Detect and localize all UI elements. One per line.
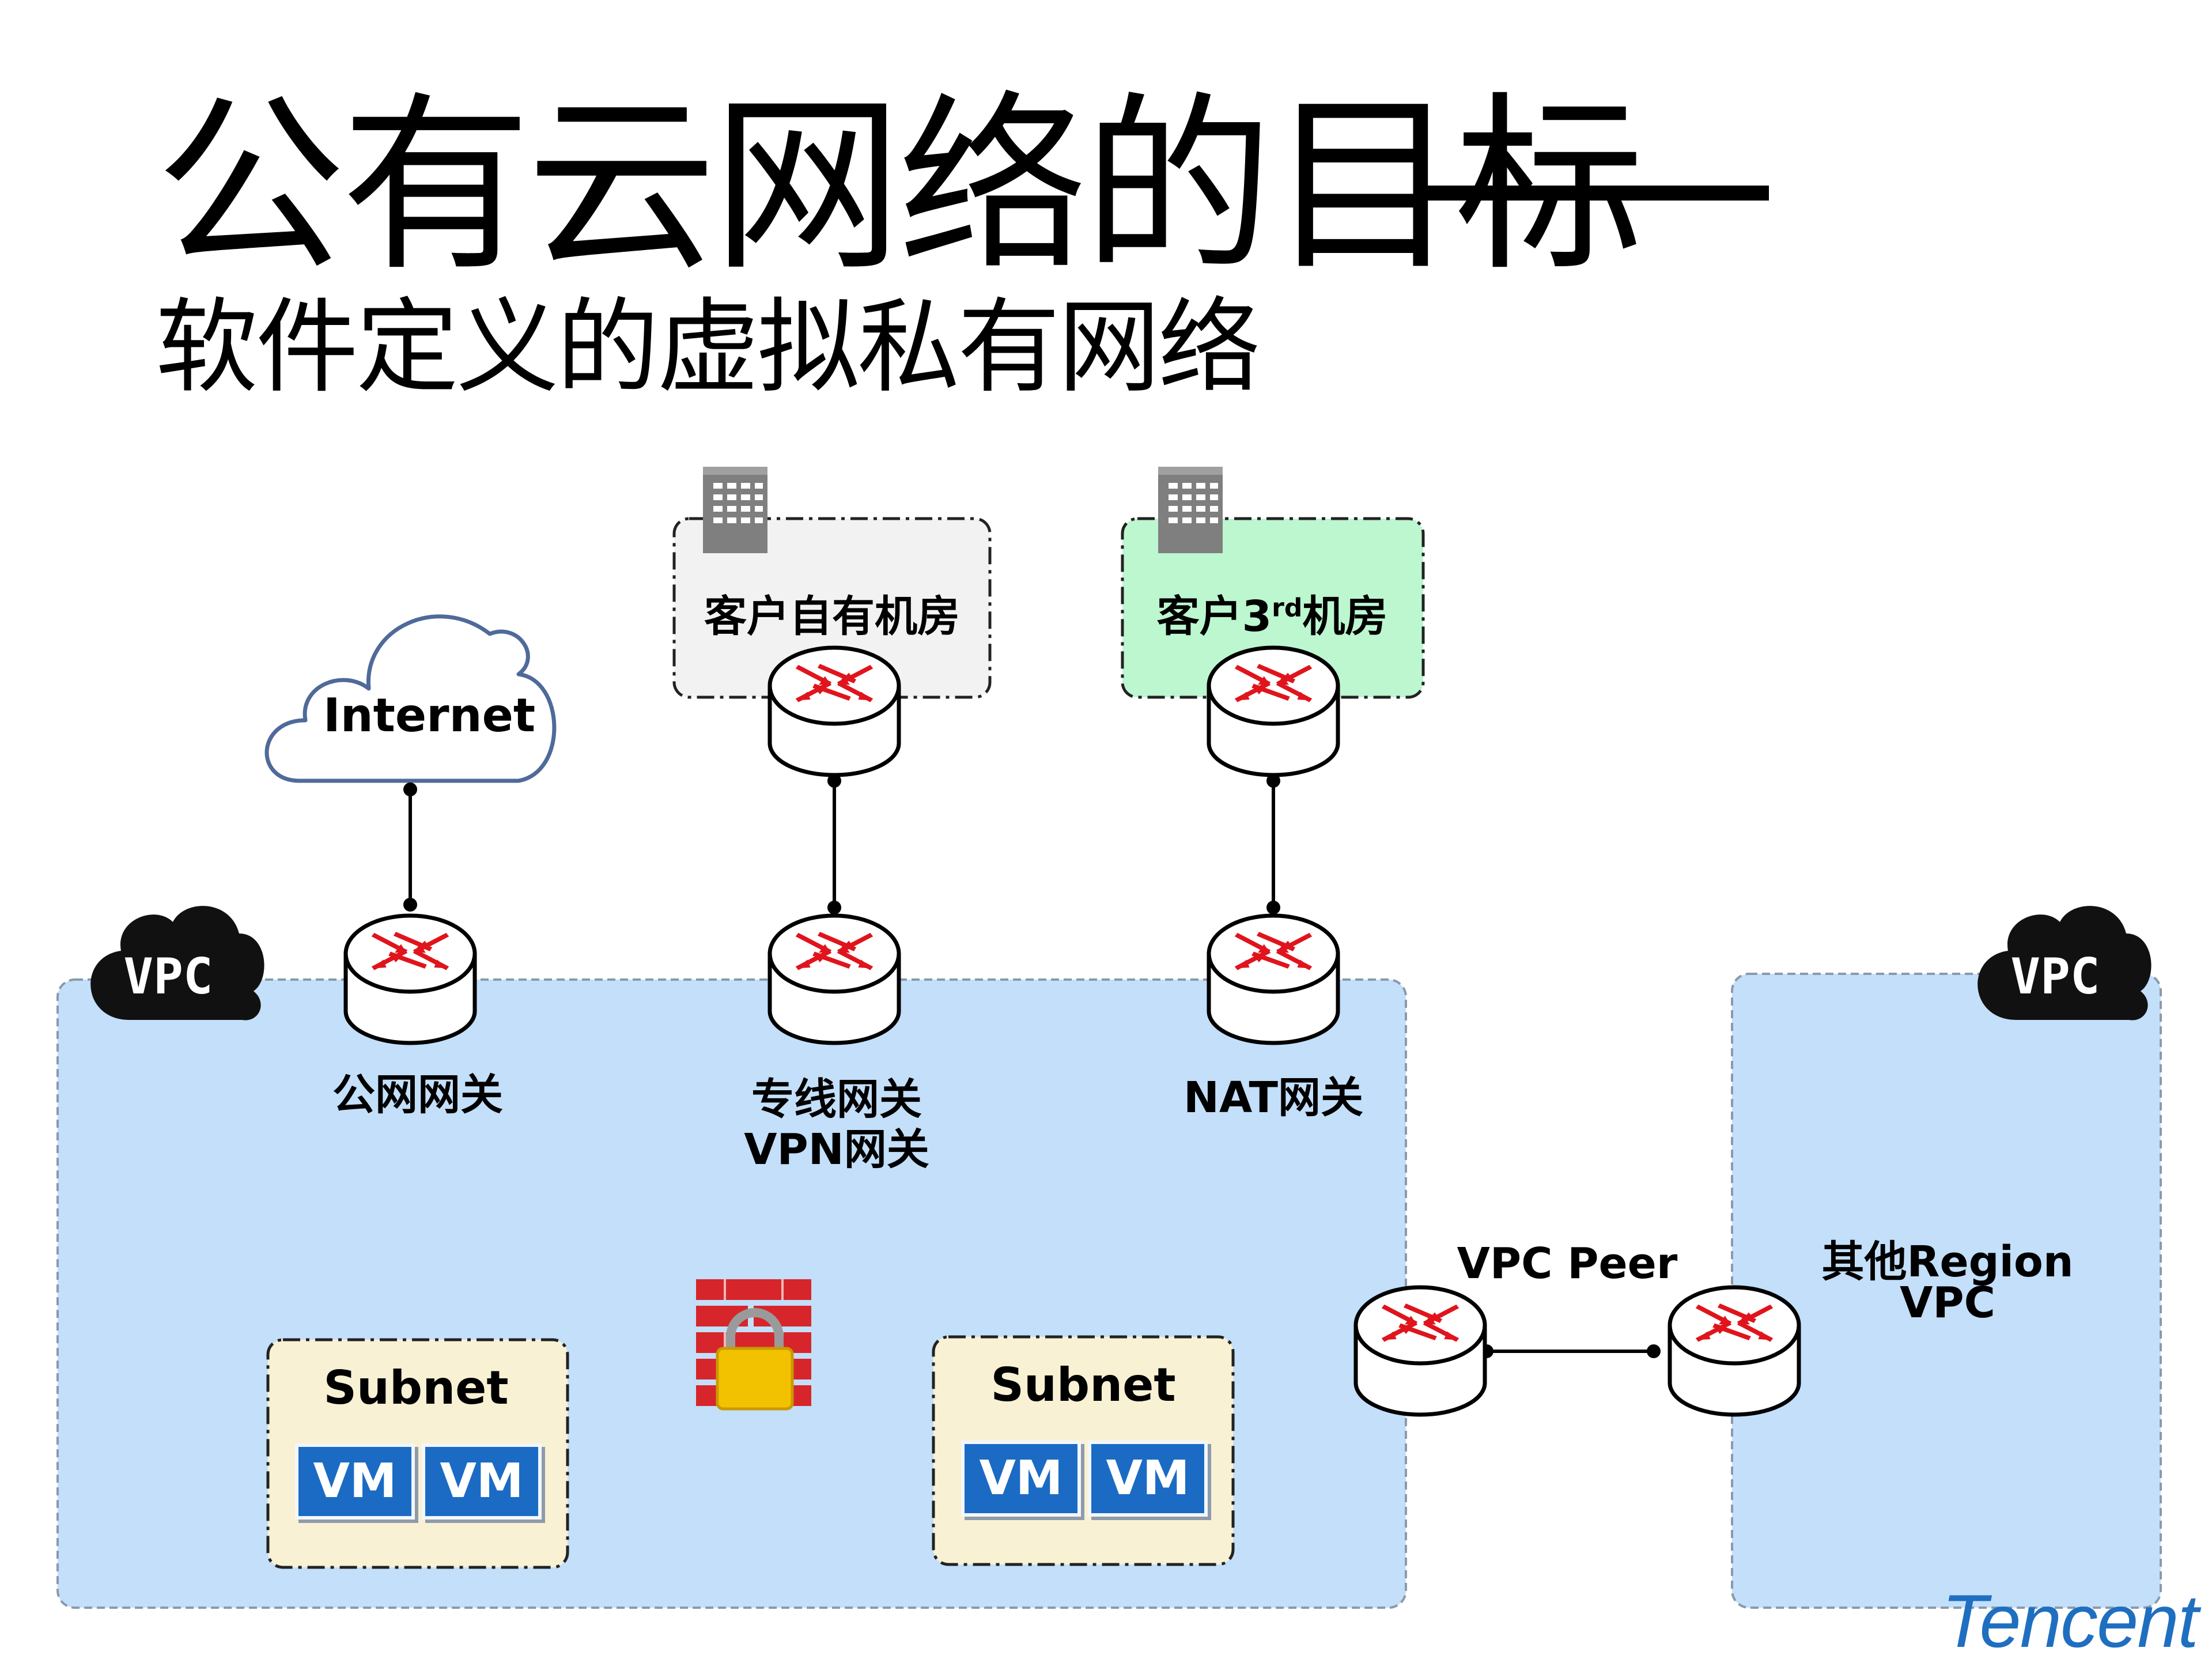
router-icon-vpc-peer-right	[1667, 1285, 1801, 1417]
internet-label: Internet	[323, 689, 536, 742]
vpc-badge-label-left: VPC	[123, 948, 213, 1006]
vpc-badge-cloud-icon-right	[1977, 906, 2151, 1021]
public-gateway-label: 公网网关	[332, 1070, 503, 1120]
vm-icon: VM	[1088, 1441, 1208, 1517]
router-icon-dedicated-gateway	[767, 913, 901, 1045]
tencent-logo: Tencent	[1942, 1579, 2199, 1663]
internet-cloud-icon	[264, 614, 557, 783]
other-region-label-line2: VPC	[1900, 1278, 1995, 1328]
vm-icon: VM	[422, 1443, 542, 1520]
vpc-peer-label: VPC Peer	[1457, 1239, 1678, 1288]
vpc-badge-cloud-icon-left	[90, 906, 264, 1021]
dedicated-gateway-label: 专线网关	[751, 1075, 922, 1124]
router-icon-third-party-dc	[1207, 645, 1340, 777]
subnet-label: Subnet	[323, 1361, 509, 1415]
router-icon-customer-dc	[767, 645, 901, 777]
third-party-dc-label: 客户3rd机房	[1156, 592, 1388, 641]
nat-gateway-label: NAT网关	[1183, 1073, 1363, 1122]
router-icon-nat-gateway	[1207, 913, 1340, 1045]
title-dash	[1423, 186, 1769, 201]
third-party-dc-box	[1121, 517, 1425, 699]
subnet-label: Subnet	[990, 1358, 1176, 1412]
page-subtitle: 软件定义的虚拟私有网络	[156, 288, 1261, 407]
vm-icon: VM	[961, 1441, 1081, 1517]
router-icon-public-gateway	[343, 913, 477, 1045]
customer-dc-label: 客户自有机房	[704, 592, 960, 641]
vpn-gateway-label: VPN网关	[744, 1125, 929, 1174]
building-icon-third-party-dc	[1158, 467, 1223, 553]
building-icon-customer-dc	[703, 467, 767, 553]
page-title: 公有云网络的目标	[156, 75, 1644, 297]
vm-icon: VM	[295, 1443, 415, 1520]
firewall-lock-icon	[696, 1279, 811, 1411]
other-region-label-line1: 其他Region	[1821, 1237, 2074, 1287]
router-icon-vpc-peer-left	[1353, 1285, 1487, 1417]
vpc-badge-label-right: VPC	[2010, 948, 2100, 1006]
connection-lines	[409, 779, 1654, 1353]
